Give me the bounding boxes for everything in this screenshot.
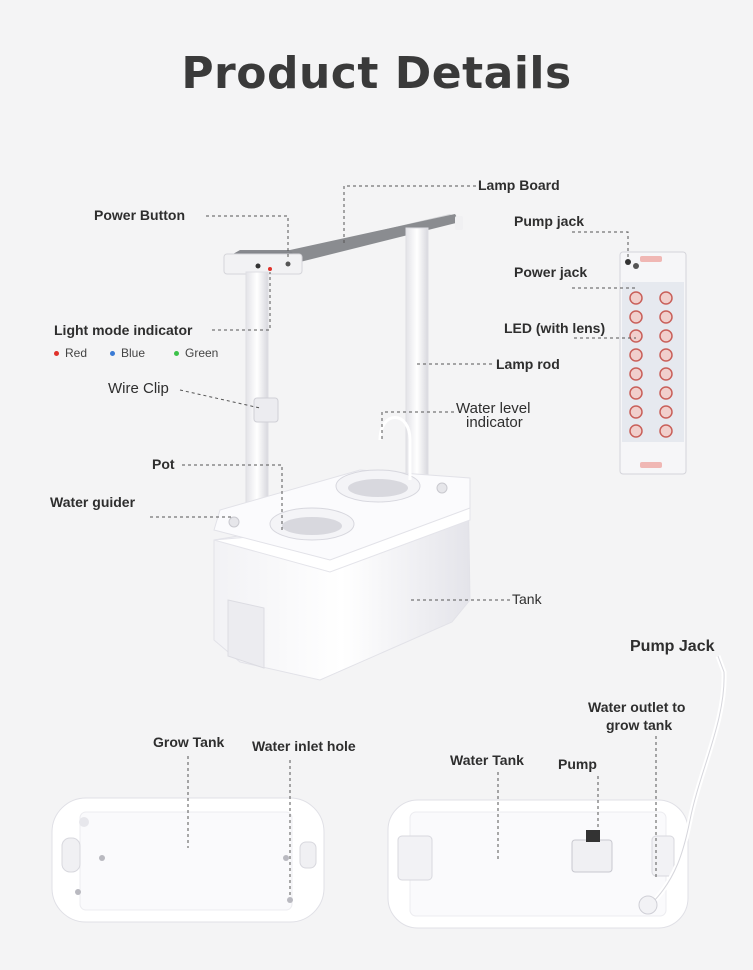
- leader-lines: [150, 185, 657, 896]
- label-lamp-rod: Lamp rod: [496, 356, 560, 372]
- led-lens: [629, 310, 643, 324]
- green-dot-icon: [174, 351, 179, 357]
- led-lens: [629, 329, 643, 343]
- indicator-mode-red: Red: [54, 346, 87, 360]
- water-guider-knob: [228, 516, 240, 528]
- water-tank-top-view: [387, 655, 727, 929]
- label-grow-tank: Grow Tank: [153, 734, 225, 750]
- label-water-inlet-hole: Water inlet hole: [252, 738, 356, 754]
- led-lens: [659, 367, 673, 381]
- pump-body: [571, 839, 613, 873]
- led-lens: [659, 329, 673, 343]
- lamp-underside: [619, 251, 687, 475]
- label-water-outlet-2: grow tank: [606, 717, 673, 733]
- label-water-level-1: Water level: [456, 400, 531, 417]
- label-power-jack: Power jack: [514, 264, 588, 280]
- blue-dot-icon: [110, 351, 115, 357]
- label-pump-jack-bottom: Pump Jack: [630, 638, 715, 655]
- led-lens: [629, 405, 643, 419]
- label-light-mode-indicator: Light mode indicator: [54, 322, 193, 338]
- led-lens: [629, 367, 643, 381]
- indicator-mode-blue: Blue: [110, 346, 145, 360]
- label-tank: Tank: [512, 591, 542, 607]
- label-pump-jack: Pump jack: [514, 213, 585, 229]
- led-lens: [659, 310, 673, 324]
- led-lens: [659, 291, 673, 305]
- grow-tank-top-view: [51, 797, 325, 923]
- led-lens: [629, 291, 643, 305]
- label-water-guider: Water guider: [50, 494, 136, 510]
- label-wire-clip: Wire Clip: [108, 380, 169, 397]
- led-grid: [629, 291, 673, 438]
- label-water-outlet-1: Water outlet to: [588, 699, 686, 715]
- label-pot: Pot: [152, 456, 175, 472]
- led-lens: [629, 424, 643, 438]
- label-led: LED (with lens): [504, 320, 606, 336]
- water-level-indicator-wire: [378, 416, 412, 480]
- led-lens: [659, 424, 673, 438]
- label-power-button: Power Button: [94, 207, 185, 223]
- label-lamp-board: Lamp Board: [478, 177, 560, 193]
- led-lens: [629, 348, 643, 362]
- indicator-mode-green: Green: [174, 346, 218, 360]
- red-dot-icon: [54, 351, 59, 357]
- page-title: Product Details: [181, 48, 572, 99]
- label-water-tank: Water Tank: [450, 752, 524, 768]
- led-lens: [659, 386, 673, 400]
- wire-clip: [253, 397, 279, 423]
- led-lens: [659, 348, 673, 362]
- label-water-level-2: indicator: [466, 414, 523, 431]
- led-lens: [629, 386, 643, 400]
- planter-device: [213, 214, 471, 681]
- label-pump: Pump: [558, 756, 597, 772]
- led-lens: [659, 405, 673, 419]
